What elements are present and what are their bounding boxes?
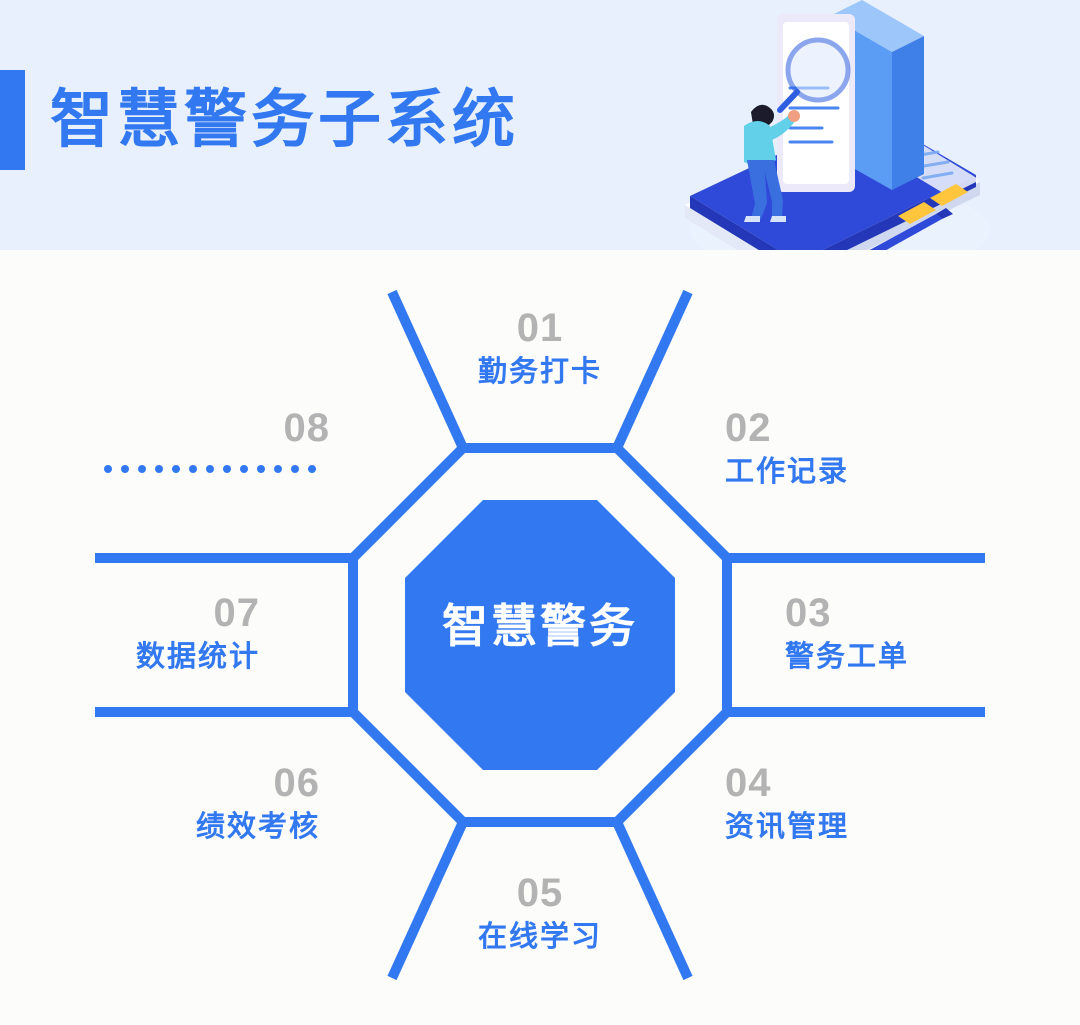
diagram-node-08[interactable]: 08 [0, 405, 330, 473]
diagram-node-03[interactable]: 03 警务工单 [785, 590, 1080, 676]
center-octagon [405, 500, 675, 770]
diagram-node-02[interactable]: 02 工作记录 [725, 405, 1025, 491]
title-accent-bar [0, 70, 25, 170]
node-02-number: 02 [725, 406, 772, 450]
placeholder-dot [155, 465, 163, 473]
node-02-label: 工作记录 [725, 454, 850, 488]
node-04-number: 04 [725, 761, 772, 805]
placeholder-dot [172, 465, 180, 473]
placeholder-dot [121, 465, 129, 473]
node-04-label: 资讯管理 [725, 809, 850, 843]
diagram-node-05[interactable]: 05 在线学习 [390, 870, 690, 956]
placeholder-dot [223, 465, 231, 473]
node-05-label: 在线学习 [477, 919, 602, 953]
node-07-number: 07 [213, 591, 260, 635]
placeholder-dot [104, 465, 112, 473]
node-08-placeholder-dots [0, 465, 330, 473]
header-illustration [680, 0, 1000, 250]
diagram-node-04[interactable]: 04 资讯管理 [725, 760, 1025, 846]
diagram-node-01[interactable]: 01 勤务打卡 [390, 305, 690, 391]
placeholder-dot [274, 465, 282, 473]
node-06-label: 绩效考核 [195, 809, 320, 843]
page-header: 智慧警务子系统 [0, 0, 1080, 250]
diagram-node-06[interactable]: 06 绩效考核 [0, 760, 320, 846]
node-01-number: 01 [516, 306, 564, 350]
octagon-diagram: 智慧警务 01 勤务打卡 02 工作记录 03 警务工单 04 资讯管理 05 … [0, 250, 1080, 1025]
node-08-number: 08 [283, 406, 330, 450]
placeholder-dot [240, 465, 248, 473]
placeholder-dot [206, 465, 214, 473]
node-03-number: 03 [785, 591, 832, 635]
node-03-label: 警务工单 [785, 639, 910, 673]
placeholder-dot [308, 465, 316, 473]
node-06-number: 06 [273, 761, 320, 805]
node-05-number: 05 [516, 871, 564, 915]
diagram-node-07[interactable]: 07 数据统计 [0, 590, 260, 676]
placeholder-dot [189, 465, 197, 473]
placeholder-dot [291, 465, 299, 473]
placeholder-dot [138, 465, 146, 473]
placeholder-dot [257, 465, 265, 473]
diagram-graphics [95, 289, 985, 981]
page-title: 智慧警务子系统 [50, 83, 519, 156]
node-01-label: 勤务打卡 [477, 354, 602, 388]
node-07-label: 数据统计 [135, 639, 260, 673]
